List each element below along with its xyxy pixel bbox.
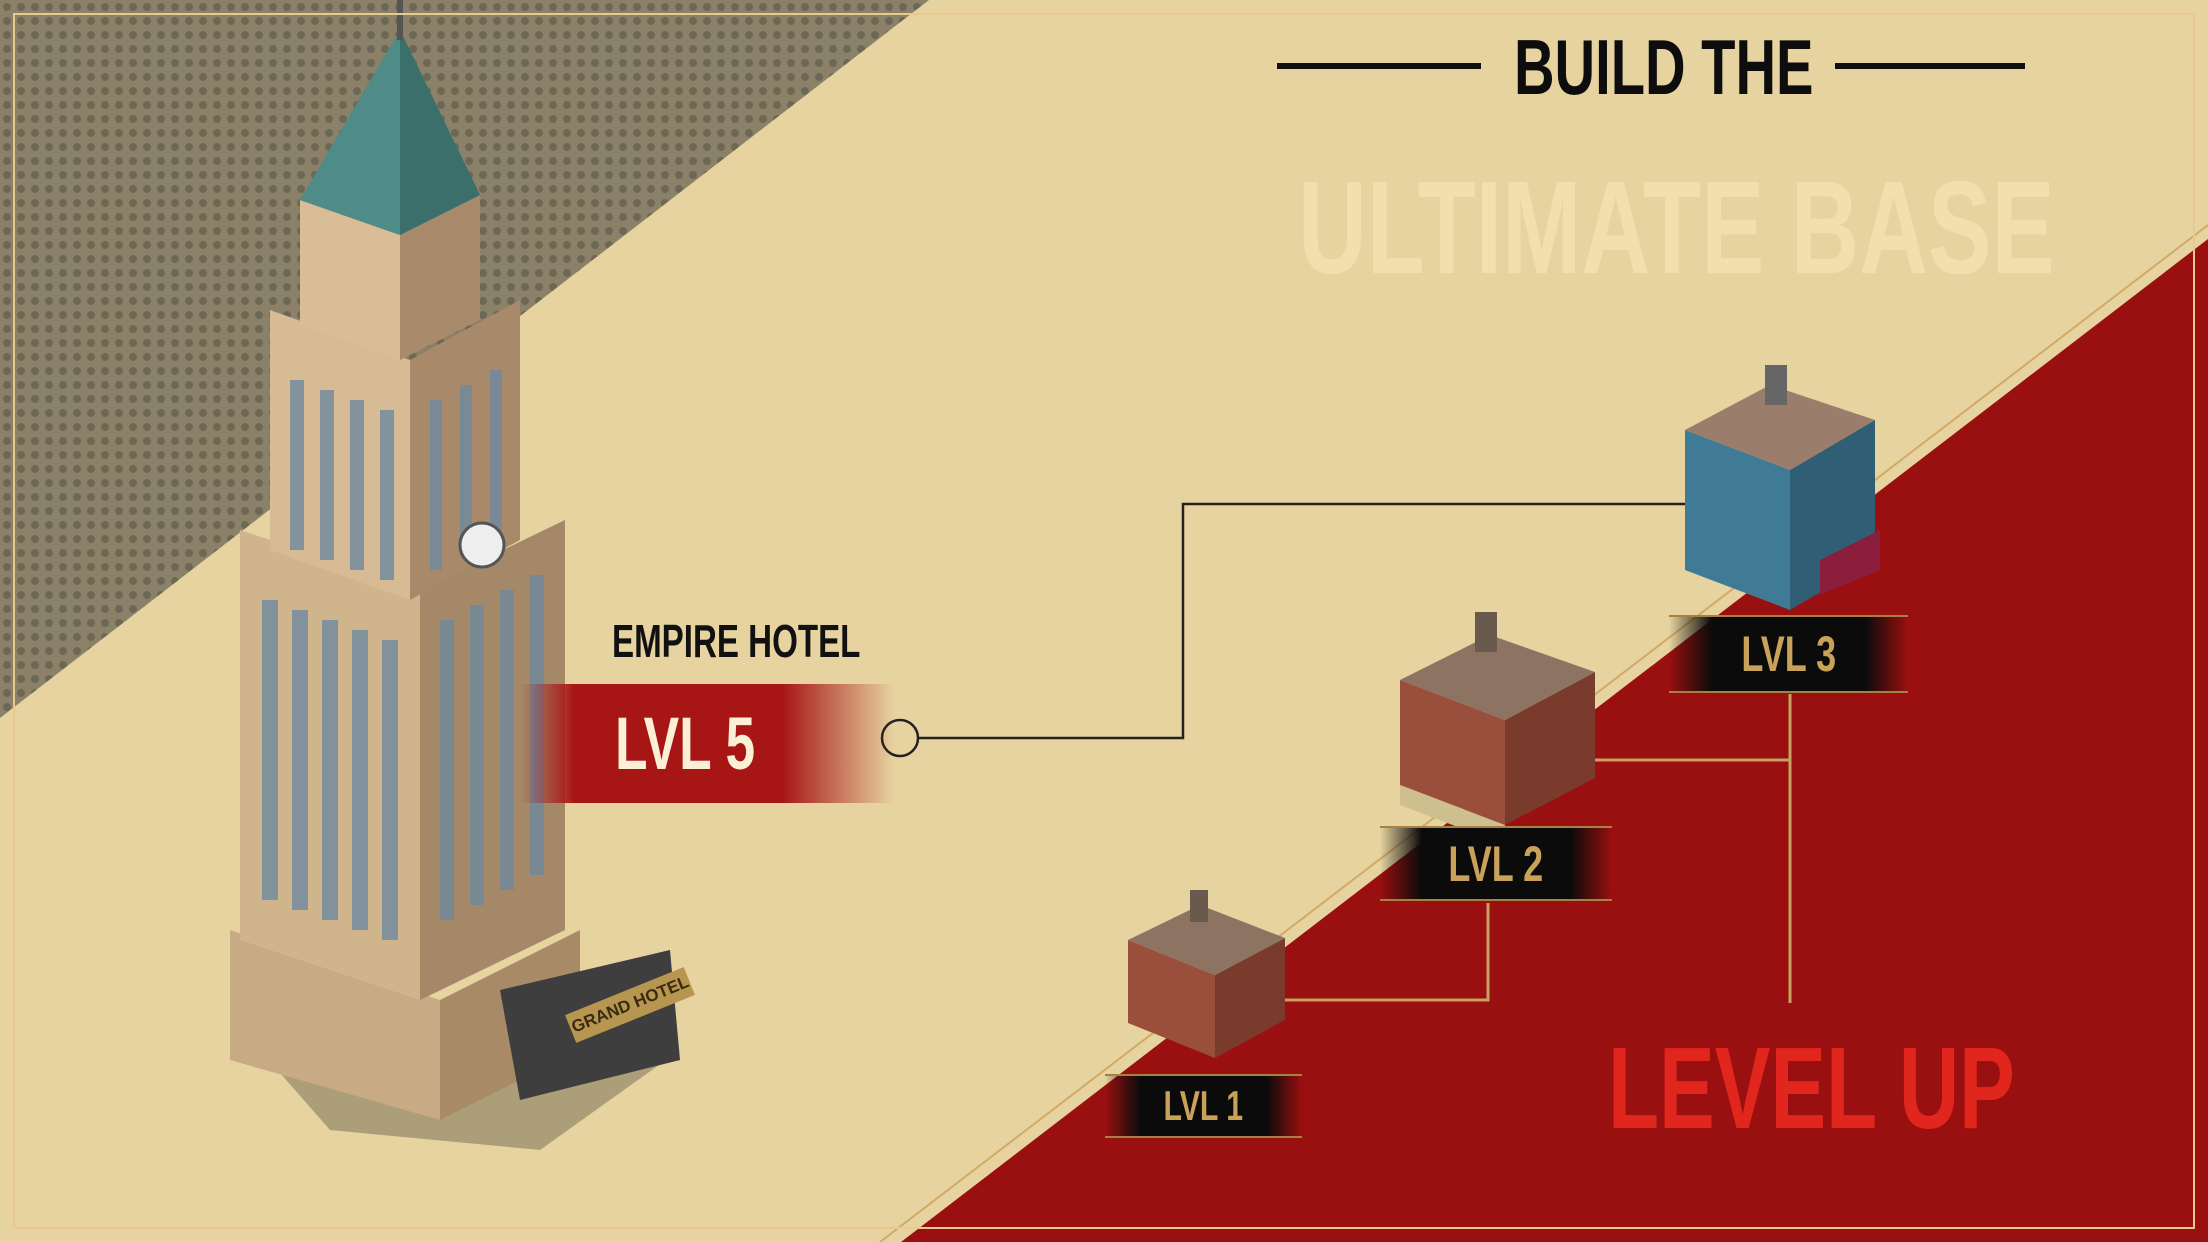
building-name: EMPIRE HOTEL — [612, 615, 861, 667]
headline-rule-left — [1277, 63, 1481, 69]
level-badge-2: LVL 2 — [1380, 826, 1612, 901]
level-label-1: LVL 1 — [1163, 1082, 1244, 1129]
headline-rule-right — [1835, 63, 2025, 69]
level-banner — [521, 684, 894, 803]
banner-border — [13, 13, 2195, 1229]
featured-level: LVL 5 — [615, 702, 756, 785]
level-badge-3: LVL 3 — [1669, 615, 1908, 693]
lvl1-to-lvl2-connector — [1281, 903, 1490, 1002]
level-label-3: LVL 3 — [1741, 626, 1836, 682]
level-badge-1: LVL 1 — [1105, 1074, 1302, 1138]
level-up-cta: LEVEL UP — [1608, 1023, 2015, 1153]
empire-hotel-building — [230, 0, 695, 1150]
lvl1-building — [1128, 890, 1285, 1058]
connector-line — [918, 502, 1690, 740]
lvl3-building — [1685, 365, 1880, 610]
hotel-sign-plate — [565, 967, 695, 1043]
headline-main: ULTIMATE BASE — [1298, 154, 2055, 301]
level-label-2: LVL 2 — [1448, 835, 1544, 892]
lvl2-building — [1400, 612, 1595, 845]
headline-top: BUILD THE — [1514, 23, 1814, 111]
